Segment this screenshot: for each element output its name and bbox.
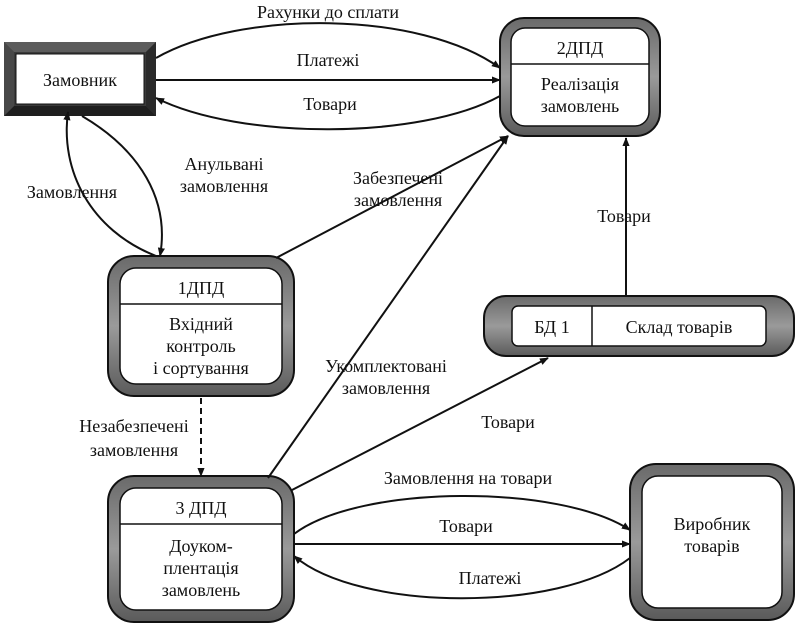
- flow-completed-label: Укомплектовані: [325, 356, 447, 376]
- process-3dpd: 3 ДПД Доуком- плентація замовлень: [107, 475, 295, 623]
- flow-goods-p3-store-arrow: [291, 357, 549, 491]
- flow-completed-label: замовлення: [342, 378, 430, 398]
- flow-goods-top-arrow: [155, 95, 501, 131]
- flow-goods-p3-store-label: Товари: [481, 412, 535, 432]
- flow-unsecured-label: Незабезпечені: [79, 416, 188, 436]
- producer-entity: Виробник товарів: [629, 463, 795, 621]
- flow-payments-top-label: Платежі: [297, 50, 360, 70]
- flow-secured-arrow: [275, 135, 509, 259]
- flow-cancelled-label: Анульвані: [185, 154, 264, 174]
- flow-goods-bottom-label: Товари: [439, 516, 493, 536]
- producer-label-line: товарів: [684, 536, 739, 556]
- datastore-bd1: БД 1 Склад товарів: [483, 295, 795, 357]
- flow-secured-label: Забезпечені: [353, 168, 443, 188]
- process-2dpd: 2ДПД Реалізація замовлень: [499, 17, 661, 137]
- flow-invoices-label: Рахунки до сплати: [257, 2, 399, 22]
- datastore-name: Склад товарів: [626, 317, 733, 337]
- process-3dpd-name-line: Доуком-: [169, 536, 232, 556]
- flow-goods-store-label: Товари: [597, 206, 651, 226]
- process-1dpd-name-line: і сортування: [153, 358, 249, 378]
- process-3dpd-name-line: замовлень: [162, 580, 241, 600]
- process-1dpd-name-line: Вхідний: [169, 314, 233, 334]
- process-2dpd-name-line: замовлень: [541, 96, 620, 116]
- customer-entity: Замовник: [4, 42, 156, 116]
- flow-cancelled-arrow: [81, 115, 165, 257]
- flow-payments-bottom-arrow: [293, 555, 631, 600]
- flow-orders-label: Замовлення: [27, 182, 117, 202]
- flow-orders-for-goods-label: Замовлення на товари: [384, 468, 553, 488]
- flow-completed-arrow: [267, 135, 509, 479]
- process-3dpd-name-line: плентація: [163, 558, 238, 578]
- producer-label-line: Виробник: [674, 514, 751, 534]
- datastore-id: БД 1: [534, 317, 569, 337]
- flow-orders-for-goods-arrow: [293, 495, 631, 535]
- customer-label: Замовник: [43, 70, 117, 90]
- flow-invoices-arrow: [155, 22, 501, 69]
- process-1dpd-id: 1ДПД: [178, 278, 225, 298]
- process-3dpd-id: 3 ДПД: [175, 498, 226, 518]
- flow-unsecured-label: замовлення: [90, 440, 178, 460]
- process-2dpd-id: 2ДПД: [557, 38, 604, 58]
- process-1dpd-name-line: контроль: [166, 336, 236, 356]
- process-2dpd-name-line: Реалізація: [541, 74, 619, 94]
- flow-orders-arrow: [63, 111, 157, 257]
- flow-goods-top-label: Товари: [303, 94, 357, 114]
- flow-cancelled-label: замовлення: [180, 176, 268, 196]
- flow-payments-bottom-label: Платежі: [459, 568, 522, 588]
- process-1dpd: 1ДПД Вхідний контроль і сортування: [107, 255, 295, 397]
- flow-secured-label: замовлення: [354, 190, 442, 210]
